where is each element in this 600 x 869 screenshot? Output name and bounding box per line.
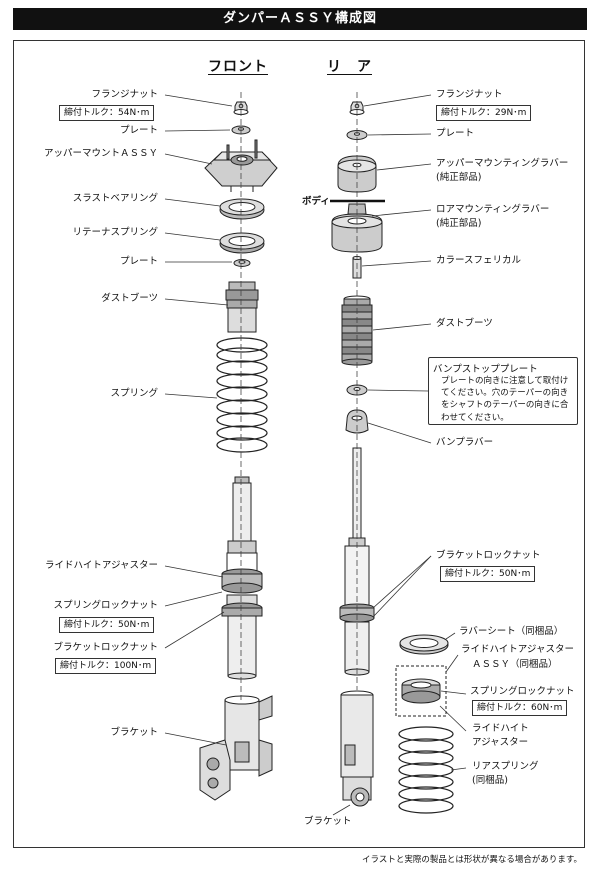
label-rear-ride-height-assy: ライドハイトアジャスター xyxy=(461,644,574,655)
rear-rubber-seat-part xyxy=(399,634,449,655)
label-rear-upper-rubber-note: (純正部品) xyxy=(436,172,482,183)
front-bracket-part xyxy=(199,695,273,801)
label-front-plate: プレート xyxy=(119,256,158,267)
label-rear-upper-rubber: アッパーマウンティングラバー xyxy=(436,158,569,169)
front-damper-part xyxy=(221,476,263,680)
label-rear-flange-nut: フランジナット xyxy=(436,89,503,100)
label-front-flange-nut: フランジナット xyxy=(91,89,158,100)
label-front-upper-mount: アッパーマウントＡＳＳＹ xyxy=(43,148,158,159)
torque-front-flange-nut: 締付トルク：54N･m xyxy=(59,105,155,121)
label-rear-spring: リアスプリング xyxy=(472,761,539,772)
label-front-bracket: ブラケット xyxy=(110,727,158,738)
label-rear-lower-rubber: ロアマウンティングラバー xyxy=(436,204,550,215)
label-rear-bump-rubber: バンプラバー xyxy=(436,437,494,448)
torque-rear-flange-nut: 締付トルク：29N･m xyxy=(436,105,532,121)
rear-ride-height-assy-part xyxy=(395,665,447,717)
label-front-spring-lock-nut: スプリングロックナット xyxy=(53,600,158,611)
label-rear-bump-stop-plate: バンプストッププレート xyxy=(433,364,538,375)
label-front-ride-height-adjuster: ライドハイトアジャスター xyxy=(45,560,158,571)
label-front-spring: スプリング xyxy=(110,388,158,399)
label-rear-ride-height-assy-2: ＡＳＳＹ（同梱品） xyxy=(472,659,558,670)
label-rear-spring-note: (同梱品) xyxy=(472,775,508,786)
header-front: フロント xyxy=(208,59,268,75)
label-front-dust-boot: ダストブーツ xyxy=(101,293,158,304)
label-front-bracket-lock-nut: ブラケットロックナット xyxy=(53,642,158,653)
label-front-plate-top: プレート xyxy=(119,125,158,136)
torque-front-bracket-lock-nut: 締付トルク：100N･m xyxy=(55,658,157,674)
torque-front-spring-lock-nut: 締付トルク：50N･m xyxy=(59,617,155,633)
label-rear-bracket-lock-nut: ブラケットロックナット xyxy=(436,550,541,561)
label-rear-spring-lock-nut: スプリングロックナット xyxy=(470,686,575,697)
label-rear-rubber-seat: ラバーシート（同梱品） xyxy=(459,626,564,637)
label-rear-ride-height-2: アジャスター xyxy=(472,737,529,748)
label-rear-dust-boot: ダストブーツ xyxy=(436,318,493,329)
label-rear-plate: プレート xyxy=(436,128,475,139)
torque-rear-bracket-lock-nut: 締付トルク：50N･m xyxy=(440,566,536,582)
footer-disclaimer: イラストと実際の製品とは形状が異なる場合があります。 xyxy=(362,855,582,865)
label-rear-lower-rubber-note: (純正部品) xyxy=(436,218,482,229)
front-retainer-spring-part xyxy=(219,232,265,254)
diagram-frame xyxy=(13,40,585,848)
label-front-retainer-spring: リテーナスプリング xyxy=(72,227,158,238)
label-rear-collar: カラースフェリカル xyxy=(436,255,522,266)
rear-spring-part xyxy=(398,726,454,814)
front-dust-boot-part xyxy=(225,281,259,333)
label-rear-bracket: ブラケット xyxy=(304,816,352,827)
front-spring-part xyxy=(216,337,268,453)
front-plate-part xyxy=(233,259,251,267)
bump-stop-plate-instructions: プレートの向きに注意して取付けてください。穴のテーパーの向きをシャフトのテーパー… xyxy=(441,376,569,423)
rear-bracket-part xyxy=(340,690,374,807)
label-body: ボディ xyxy=(302,196,330,207)
header-rear: リ ア xyxy=(327,59,372,75)
torque-rear-spring-lock-nut: 締付トルク：60N･m xyxy=(472,700,568,716)
label-rear-ride-height: ライドハイト xyxy=(472,723,529,734)
label-front-thrust-bearing: スラストベアリング xyxy=(72,193,158,204)
bump-stop-plate-note: バンプストッププレート プレートの向きに注意して取付けてください。穴のテーパーの… xyxy=(428,357,578,425)
diagram-title: ダンパーＡＳＳＹ構成図 xyxy=(13,8,587,30)
front-thrust-bearing-part xyxy=(219,198,265,220)
